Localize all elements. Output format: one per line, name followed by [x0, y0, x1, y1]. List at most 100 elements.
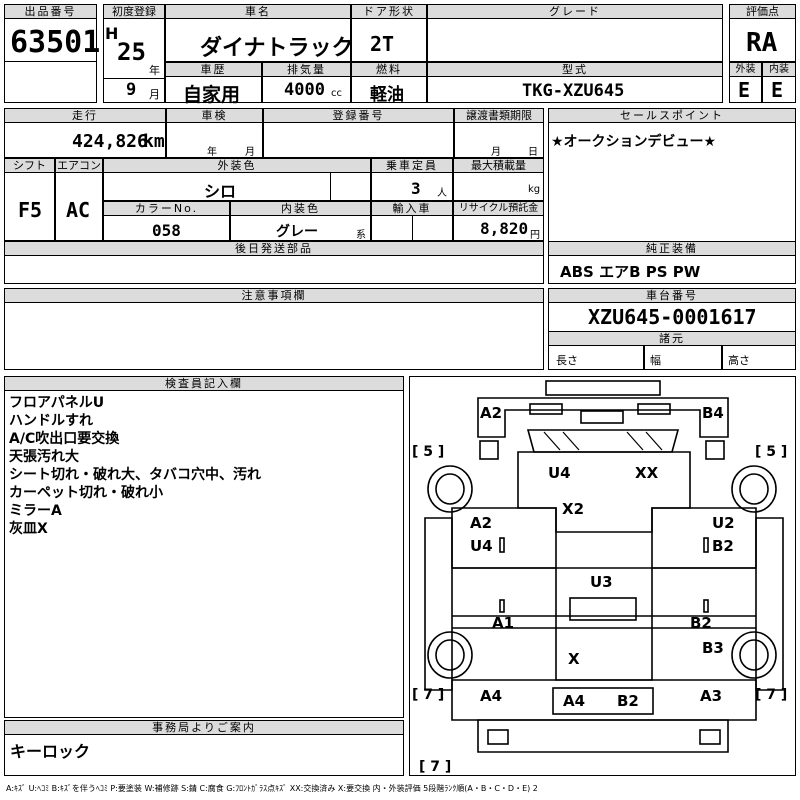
displacement-unit: cc — [331, 88, 342, 99]
shift-value: F5 — [18, 198, 43, 222]
inspector-note: 天張汚れ大 — [9, 449, 79, 465]
grade-header: グレード — [427, 4, 723, 19]
inspector-note: シート切れ・破れ大、タバコ穴中、汚れ — [9, 467, 261, 483]
tire-rating: [ 5 ] — [755, 444, 787, 460]
damage-mark: U4 — [470, 537, 493, 555]
damage-mark: B3 — [702, 639, 724, 657]
sales-point-header: セールスポイント — [548, 108, 796, 123]
history-value: 自家用 — [183, 84, 241, 106]
lot-number-header: 出品番号 — [4, 4, 97, 19]
inspector-notes: フロアパネルU ハンドルすれ A/C吹出口要交換 天張汚れ大 シート切れ・破れ大… — [9, 394, 261, 538]
caution-header: 注意事項欄 — [4, 288, 544, 303]
damage-mark: U2 — [712, 514, 735, 532]
color-value: シロ — [204, 182, 237, 201]
recycle-header: リサイクル預託金 — [453, 201, 544, 216]
era-letter: H — [105, 24, 119, 43]
sales-point: ★オークションデビュー★ — [551, 134, 717, 150]
damage-mark: A3 — [700, 687, 722, 705]
plate-header: 登録番号 — [263, 108, 454, 123]
spec-header: 諸元 — [548, 331, 796, 346]
mileage-unit: km — [143, 131, 165, 152]
year-unit: 年 — [149, 64, 160, 77]
damage-mark: U3 — [590, 573, 613, 591]
history-header: 車歴 — [165, 62, 262, 77]
shift-header: シフト — [4, 158, 55, 173]
spec-width-label: 幅 — [650, 354, 661, 367]
damage-mark: B2 — [690, 614, 712, 632]
damage-mark: A4 — [563, 692, 585, 710]
spec-height-label: 高さ — [728, 354, 750, 367]
model-header: 型式 — [427, 62, 723, 77]
tire-rating: [ 7 ] — [755, 687, 787, 703]
model-value: TKG-XZU645 — [522, 81, 625, 101]
interior-color-value: グレー — [276, 224, 318, 240]
tire-rating: [ 7 ] — [419, 759, 451, 775]
transfer-month-unit: 月 — [491, 147, 501, 158]
door-header: ドア形状 — [351, 4, 427, 19]
interior-grade-header: 内装 — [762, 62, 796, 77]
color-header: 外装色 — [103, 158, 371, 173]
lot-number-sub — [4, 61, 97, 103]
damage-marks: A2 B4 U4 XX X2 A2 U4 U2 B2 U3 A1 B2 B3 X… — [470, 404, 735, 710]
displacement-value: 4000 — [284, 80, 325, 100]
interior-color-unit: 系 — [356, 230, 366, 241]
inspector-note: A/C吹出口要交換 — [9, 431, 120, 447]
chassis-header: 車台番号 — [548, 288, 796, 303]
inspection-year-unit: 年 — [207, 147, 217, 158]
interior-color-header: 内装色 — [230, 201, 371, 216]
color-no-header: カラーNo. — [103, 201, 230, 216]
inspector-header: 検査員記入欄 — [4, 376, 404, 391]
ac-value: AC — [66, 198, 91, 222]
color-no-value: 058 — [152, 221, 181, 240]
inspector-note: ミラーA — [9, 503, 62, 519]
vehicle-damage-diagram: A2 B4 U4 XX X2 A2 U4 U2 B2 U3 A1 B2 B3 X… — [412, 380, 787, 775]
inspection-month-unit: 月 — [245, 147, 255, 158]
damage-mark: A2 — [470, 514, 492, 532]
diagram-frame — [409, 376, 796, 776]
tire-rating: [ 5 ] — [412, 444, 444, 460]
spec-length-label: 長さ — [556, 354, 578, 367]
inspector-note: フロアパネルU — [9, 395, 105, 411]
mileage-header: 走行 — [4, 108, 166, 123]
recycle-unit: 円 — [530, 230, 540, 241]
ac-header: エアコン — [55, 158, 103, 173]
damage-mark: B2 — [617, 692, 639, 710]
car-name-header: 車名 — [165, 4, 351, 19]
month-cell — [103, 78, 165, 103]
registration-year: 25 — [117, 38, 146, 66]
inspector-cell — [4, 376, 404, 718]
score-header: 評価点 — [729, 4, 796, 19]
lot-number: 63501 — [10, 25, 101, 60]
spec-width-cell — [644, 345, 722, 370]
load-unit: kg — [528, 184, 541, 195]
transfer-day-unit: 日 — [528, 147, 538, 158]
fuel-header: 燃料 — [351, 62, 427, 77]
interior-grade: E — [771, 78, 784, 102]
fuel-value: 軽油 — [370, 85, 404, 105]
score-value: RA — [746, 28, 778, 58]
damage-mark: XX — [635, 464, 659, 482]
damage-mark: X2 — [562, 500, 584, 518]
mileage-value: 424,826 — [72, 131, 148, 152]
damage-mark: B2 — [712, 537, 734, 555]
exterior-grade: E — [738, 78, 751, 102]
damage-mark: A2 — [480, 404, 502, 422]
first-registration-header: 初度登録 — [103, 4, 165, 19]
damage-mark: A4 — [480, 687, 502, 705]
chassis-number: XZU645-0001617 — [588, 305, 757, 329]
equipment-header: 純正装備 — [548, 241, 796, 256]
office-header: 事務局よりご案内 — [4, 720, 404, 735]
capacity-header: 乗車定員 — [371, 158, 453, 173]
spec-height-cell — [722, 345, 796, 370]
damage-mark: A1 — [492, 614, 514, 632]
inspector-note: ハンドルすれ — [9, 413, 93, 429]
parts-header: 後日発送部品 — [4, 241, 544, 256]
door-type: 2T — [370, 32, 395, 56]
month-unit: 月 — [149, 88, 160, 101]
damage-mark: X — [568, 650, 580, 668]
office-note: キーロック — [10, 742, 91, 761]
capacity-unit: 人 — [437, 188, 447, 199]
capacity-value: 3 — [411, 179, 421, 198]
tire-rating: [ 7 ] — [412, 687, 444, 703]
import-header: 輸入車 — [371, 201, 453, 216]
